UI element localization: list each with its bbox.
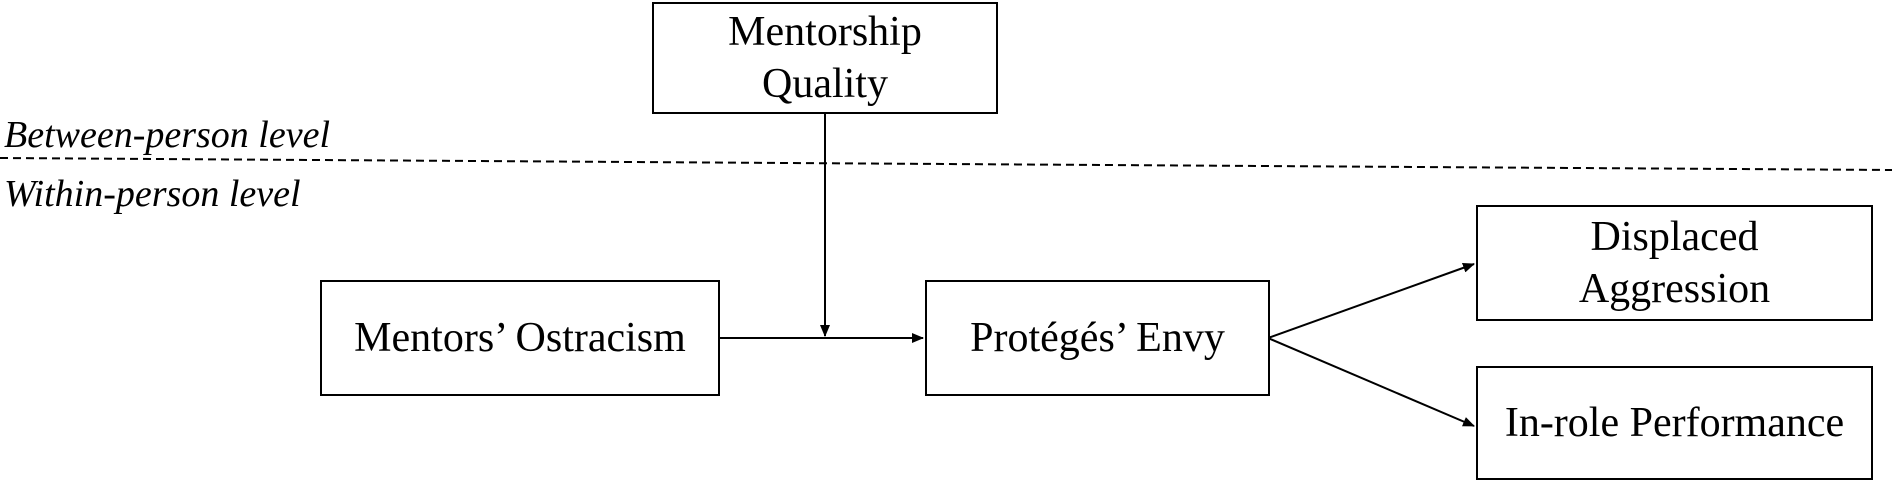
displaced-aggression-box: Displaced Aggression	[1476, 205, 1873, 321]
arrow-envy-to-performance	[1267, 337, 1475, 427]
level-divider-line	[0, 157, 1892, 171]
mentorship-quality-text: Mentorship Quality	[728, 6, 922, 110]
displaced-aggression-text: Displaced Aggression	[1579, 211, 1770, 315]
within-person-level-label: Within-person level	[4, 173, 301, 215]
in-role-performance-label: In-role Performance	[1504, 400, 1845, 446]
proteges-envy-label: Protégés’ Envy	[970, 315, 1225, 361]
mentors-ostracism-label: Mentors’ Ostracism	[354, 315, 686, 361]
mentorship-quality-box: Mentorship Quality	[652, 2, 998, 114]
displaced-aggression-line2: Aggression	[1578, 266, 1771, 312]
mentors-ostracism-box: Mentors’ Ostracism	[320, 280, 720, 396]
in-role-performance-box: In-role Performance	[1476, 366, 1873, 480]
between-person-level-label: Between-person level	[4, 114, 331, 156]
displaced-aggression-line1: Displaced	[1590, 214, 1759, 260]
mentorship-quality-line2: Quality	[762, 61, 888, 107]
mentorship-quality-line1: Mentorship	[728, 9, 922, 55]
arrow-envy-to-aggression	[1267, 263, 1475, 339]
proteges-envy-box: Protégés’ Envy	[925, 280, 1270, 396]
